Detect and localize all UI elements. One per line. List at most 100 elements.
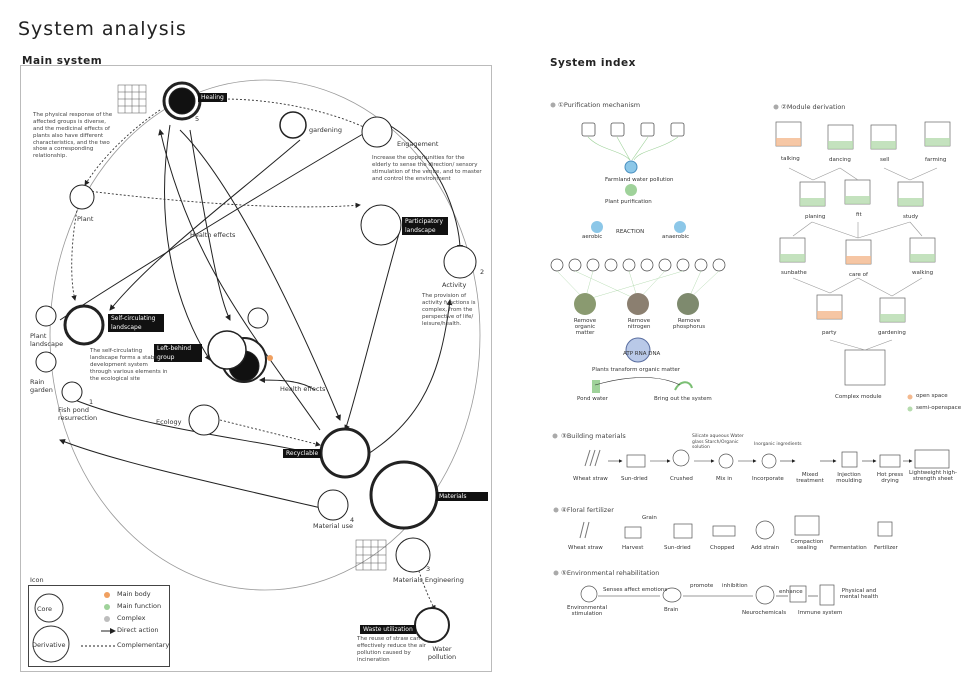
outer-orbit: [49, 79, 481, 591]
env-step-5: Physical and mental health: [839, 588, 879, 600]
materials-engineering-label: Materials Engineering: [393, 576, 464, 584]
health-effects-1: Health effects: [190, 231, 236, 239]
module-sell: sell: [880, 157, 890, 163]
main-system-frame: [20, 65, 492, 672]
module-heading: ②Module derivation: [781, 103, 846, 111]
env-senses-label: Senses affect emotions: [603, 587, 668, 593]
legend-core: Core: [37, 605, 53, 613]
participatory-label: Participatory landscape: [402, 217, 448, 235]
waste-utilization-label: Waste utilization: [360, 625, 416, 634]
bring-out-label: Bring out the system: [654, 396, 712, 402]
floral-step-6: Compaction sealing: [790, 539, 824, 551]
module-sunbathe: sunbathe: [781, 270, 807, 276]
number-1: 1: [89, 398, 94, 406]
floral-step-7: Fermentation: [830, 545, 867, 551]
module-talking: talking: [781, 156, 800, 162]
legend-derivative: Derivative: [32, 641, 66, 649]
building-step-1: Wheat straw: [573, 476, 608, 482]
module-gardening: gardening: [878, 330, 906, 336]
floral-step-4: Chopped: [710, 545, 735, 551]
number-3: 3: [426, 565, 431, 573]
system-index-heading: System index: [550, 57, 636, 69]
purification-heading: ①Purification mechanism: [558, 101, 641, 109]
main-body-dot: [267, 355, 273, 361]
recyclable-label: Recyclable: [283, 449, 322, 458]
main-system-heading: Main system: [22, 55, 103, 67]
health-effects-2: Health effects: [280, 385, 326, 393]
remove-om-label: Remove organic matter: [573, 318, 597, 336]
module-fit: fit: [856, 212, 862, 218]
page-title: System analysis: [18, 18, 187, 40]
env-promote-label: promote: [690, 583, 714, 589]
engagement-note: Increase the opportunities for the elder…: [372, 155, 482, 182]
plant-label: Plant: [77, 215, 94, 223]
building-step-9: Lightweight high-strength sheet: [909, 470, 957, 482]
building-inorganic-note: Inorganic ingredients: [754, 442, 802, 447]
module-walking: walking: [912, 270, 934, 276]
module-planing: planing: [805, 214, 826, 220]
water-pollution-label: Water pollution: [427, 645, 457, 661]
self-circulating-label: Self-circulating landscape: [108, 314, 164, 332]
anaerobic-label: anaerobic: [662, 234, 690, 240]
aerobic-label: aerobic: [582, 234, 603, 240]
env-step-2: Brain: [664, 607, 679, 613]
module-party: party: [822, 330, 837, 336]
engagement-label: Engagement: [397, 140, 439, 148]
floral-step-2: Harvest: [622, 545, 644, 551]
building-mix-note: Silicate aqueous Water glass Starch/Orga…: [692, 434, 744, 451]
legend-main-function: Main function: [117, 602, 162, 610]
building-step-7: Injection moulding: [836, 472, 862, 484]
complex-module-label: Complex module: [835, 394, 882, 400]
module-dancing: dancing: [829, 157, 851, 163]
legend-main-body: Main body: [117, 590, 151, 598]
legend-box: [28, 585, 170, 667]
building-step-6: Mixed treatment: [796, 472, 824, 484]
materials-label: Materials: [436, 492, 488, 501]
left-behind-label: Left-behind group: [154, 344, 202, 362]
activity-label: Activity: [442, 281, 467, 289]
floral-step-3: Sun-dried: [664, 545, 691, 551]
rain-garden-label: Rain garden: [30, 378, 53, 394]
module-study: study: [903, 214, 919, 220]
env-step-3: Neurochemicals: [742, 610, 787, 616]
env-inhibition-label: inhibition: [722, 583, 748, 589]
healing-label: Healing: [198, 93, 227, 102]
floral-step-8: Fertilizer: [874, 545, 898, 551]
recycle-core: [63, 304, 105, 346]
reaction-label: REACTION: [616, 229, 645, 235]
legend-title: Icon: [30, 576, 44, 584]
legend-complex: Complex: [117, 614, 146, 622]
plant-landscape-label: Plant landscape: [30, 332, 64, 348]
building-step-2: Sun-dried: [621, 476, 648, 482]
heart-icon: [168, 87, 196, 115]
open-space-label: open space: [916, 393, 948, 399]
ecology-label: Ecology: [156, 418, 182, 426]
plants-transform-label: Plants transform organic matter: [592, 367, 681, 373]
floral-heading: ④Floral fertilizer: [561, 506, 614, 514]
material-use-label: Material use: [313, 522, 353, 530]
gardening-label: gardening: [309, 126, 342, 134]
waste-note: The reuse of straw can effectively reduc…: [357, 636, 427, 663]
legend-direct-action: Direct action: [117, 626, 159, 634]
env-heading: ⑤Environmental rehabilitation: [561, 569, 660, 577]
env-step-1: Environmental stimulation: [566, 605, 608, 617]
env-step-4: Immune system: [798, 610, 843, 616]
env-enhance-label: enhance: [779, 589, 803, 595]
remove-n-label: Remove nitrogen: [627, 318, 651, 330]
building-step-5: Incorporate: [752, 476, 784, 482]
number-2: 2: [480, 268, 485, 276]
building-step-8: Hot press drying: [876, 472, 904, 484]
legend-complementary: Complementary: [117, 641, 170, 649]
self-circ-note: The self-circulating landscape forms a s…: [90, 348, 168, 382]
number-4: 4: [350, 516, 355, 524]
farmland-label: Farmland water pollution: [605, 177, 674, 183]
building-step-3: Crushed: [670, 476, 693, 482]
physical-note: The physical response of the affected gr…: [33, 112, 113, 160]
module-care-of: care of: [849, 272, 868, 278]
atp-label: ATP RNA DNA: [623, 351, 661, 357]
activity-note: The provision of activity functions is c…: [422, 293, 476, 327]
floral-grain-label: Grain: [642, 515, 657, 521]
plant-purification-label: Plant purification: [605, 199, 652, 205]
